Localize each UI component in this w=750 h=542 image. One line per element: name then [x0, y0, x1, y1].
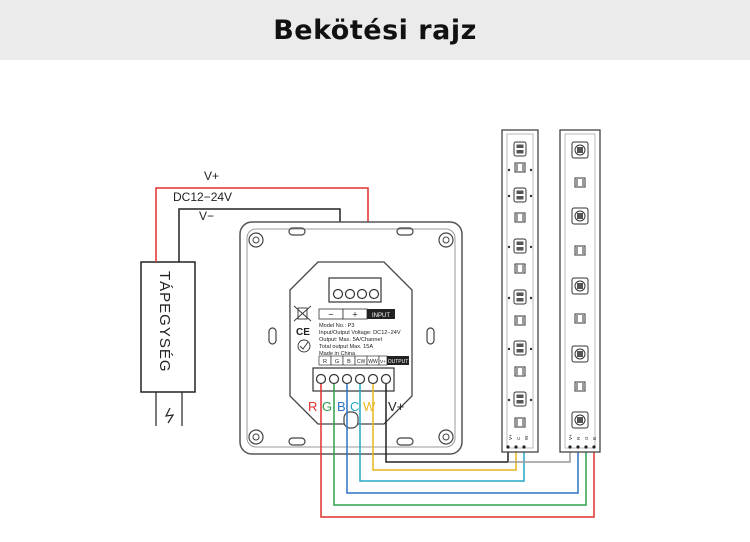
resistor-icon — [574, 313, 586, 324]
resistor-icon — [514, 263, 526, 274]
screw-icon — [438, 232, 454, 248]
output-terminal-label: R — [323, 359, 327, 365]
certification-icon — [297, 339, 311, 353]
mounting-slot — [288, 437, 306, 446]
output-terminal-label: WW — [368, 359, 378, 365]
resistor-icon — [574, 381, 586, 392]
output-wires — [320, 384, 595, 518]
resistor-icon — [514, 417, 526, 428]
output-terminal-label: V+ — [380, 359, 386, 365]
resistor-icon — [514, 315, 526, 326]
wire-label-b: B — [337, 399, 346, 414]
info-line: Total output Max. 15A — [319, 344, 373, 350]
ce-mark-icon: CE — [296, 327, 310, 338]
header-banner: Bekötési rajz — [0, 0, 750, 60]
mounting-slot — [288, 227, 306, 236]
strip-pin-label: R — [576, 436, 581, 440]
input-minus-label: − — [328, 310, 333, 320]
strip-pin-label: B — [592, 437, 597, 440]
screw-icon — [248, 429, 264, 445]
power-supply-label: TÁPEGYSÉG — [156, 271, 173, 373]
input-tag: INPUT — [372, 313, 390, 319]
led-chip-icon — [513, 187, 527, 203]
output-terminal-label: G — [335, 359, 339, 365]
wire-label-vplus: V+ — [388, 399, 404, 414]
power-voltage-label: DC12−24V — [173, 190, 232, 204]
led-chip-icon — [513, 391, 527, 407]
led-strip-rgb: V+ R G B — [559, 129, 601, 453]
mounting-slot — [268, 327, 277, 345]
strip-pin-label: C — [516, 436, 521, 440]
weee-bin-icon — [293, 305, 312, 322]
led-chip-icon — [513, 340, 527, 356]
info-line: Output: Max. 5A/Channel — [319, 337, 382, 343]
strip-pin-label: V+ — [508, 434, 513, 440]
info-line: Made in China — [319, 351, 356, 357]
wire-label-w: W — [363, 399, 376, 414]
output-tag: OUTPUT — [388, 359, 409, 365]
resistor-icon — [574, 177, 586, 188]
screw-icon — [438, 429, 454, 445]
resistor-icon — [574, 245, 586, 256]
strip-pin-label: G — [584, 436, 589, 440]
output-terminal-label: CW — [357, 359, 366, 365]
wire-label-r: R — [308, 399, 317, 414]
power-plus-label: V+ — [204, 169, 219, 183]
resistor-icon — [514, 212, 526, 223]
wiring-diagram: TÁPEGYSÉG V+ DC12−24V V− — [140, 129, 601, 518]
mounting-slot — [396, 227, 414, 236]
power-minus-label: V− — [199, 209, 214, 223]
input-plus-label: + — [352, 310, 357, 320]
info-line: Model No.: P3 — [319, 323, 354, 329]
led-chip-icon — [513, 289, 527, 305]
led-chip-icon — [513, 141, 527, 157]
output-label-strip: R G B CW WW V+ OUTPUT — [318, 355, 409, 366]
page-title: Bekötési rajz — [273, 14, 477, 46]
strip-pin-label: V+ — [568, 434, 573, 440]
resistor-icon — [514, 162, 526, 173]
power-supply: TÁPEGYSÉG — [140, 261, 196, 393]
led-chip-icon — [513, 238, 527, 254]
screw-icon — [248, 232, 264, 248]
strip-pin-label: W — [524, 435, 529, 440]
mounting-slot — [396, 437, 414, 446]
info-line: Input/Output Voltage: DC12−24V — [319, 330, 401, 336]
led-strip-cct: V+ C W — [501, 129, 539, 453]
output-terminal-label: B — [347, 359, 351, 365]
resistor-icon — [514, 366, 526, 377]
controller-panel: − + INPUT CE Model No.: P3 Input/Output … — [239, 221, 463, 455]
mains-cable — [155, 392, 183, 426]
wire-label-g: G — [322, 399, 332, 414]
wire-label-c: C — [350, 399, 359, 414]
mounting-slot — [426, 327, 435, 345]
